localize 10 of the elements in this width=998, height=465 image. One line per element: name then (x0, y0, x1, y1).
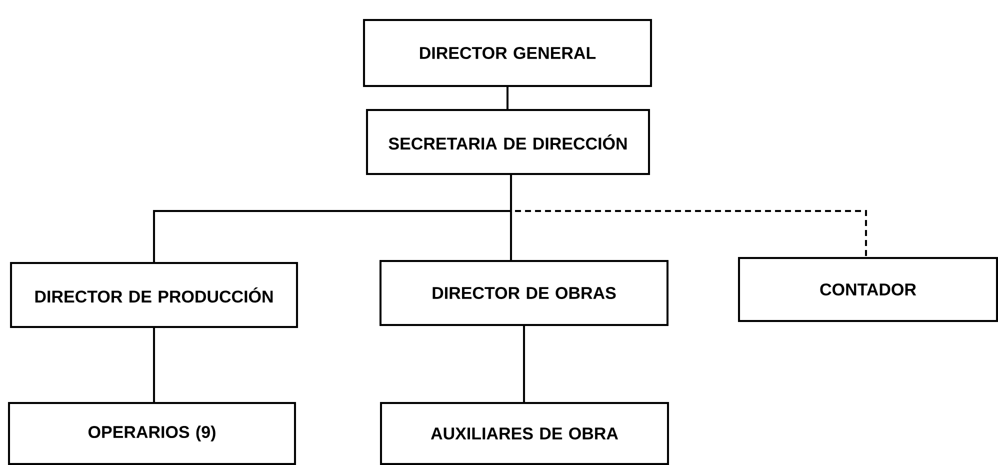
connector-line (523, 326, 525, 402)
connector-line (153, 328, 155, 402)
org-box: SECRETARIA DE DIRECCIÓN (366, 109, 650, 175)
org-box: CONTADOR (738, 257, 998, 322)
org-box: AUXILIARES DE OBRA (380, 402, 669, 465)
org-box: DIRECTOR DE OBRAS (380, 260, 668, 326)
org-box: DIRECTOR DE PRODUCCIÓN (10, 262, 298, 328)
connector-line (506, 87, 508, 109)
org-box: DIRECTOR GENERAL (363, 19, 652, 87)
org-box: OPERARIOS (9) (8, 402, 296, 465)
